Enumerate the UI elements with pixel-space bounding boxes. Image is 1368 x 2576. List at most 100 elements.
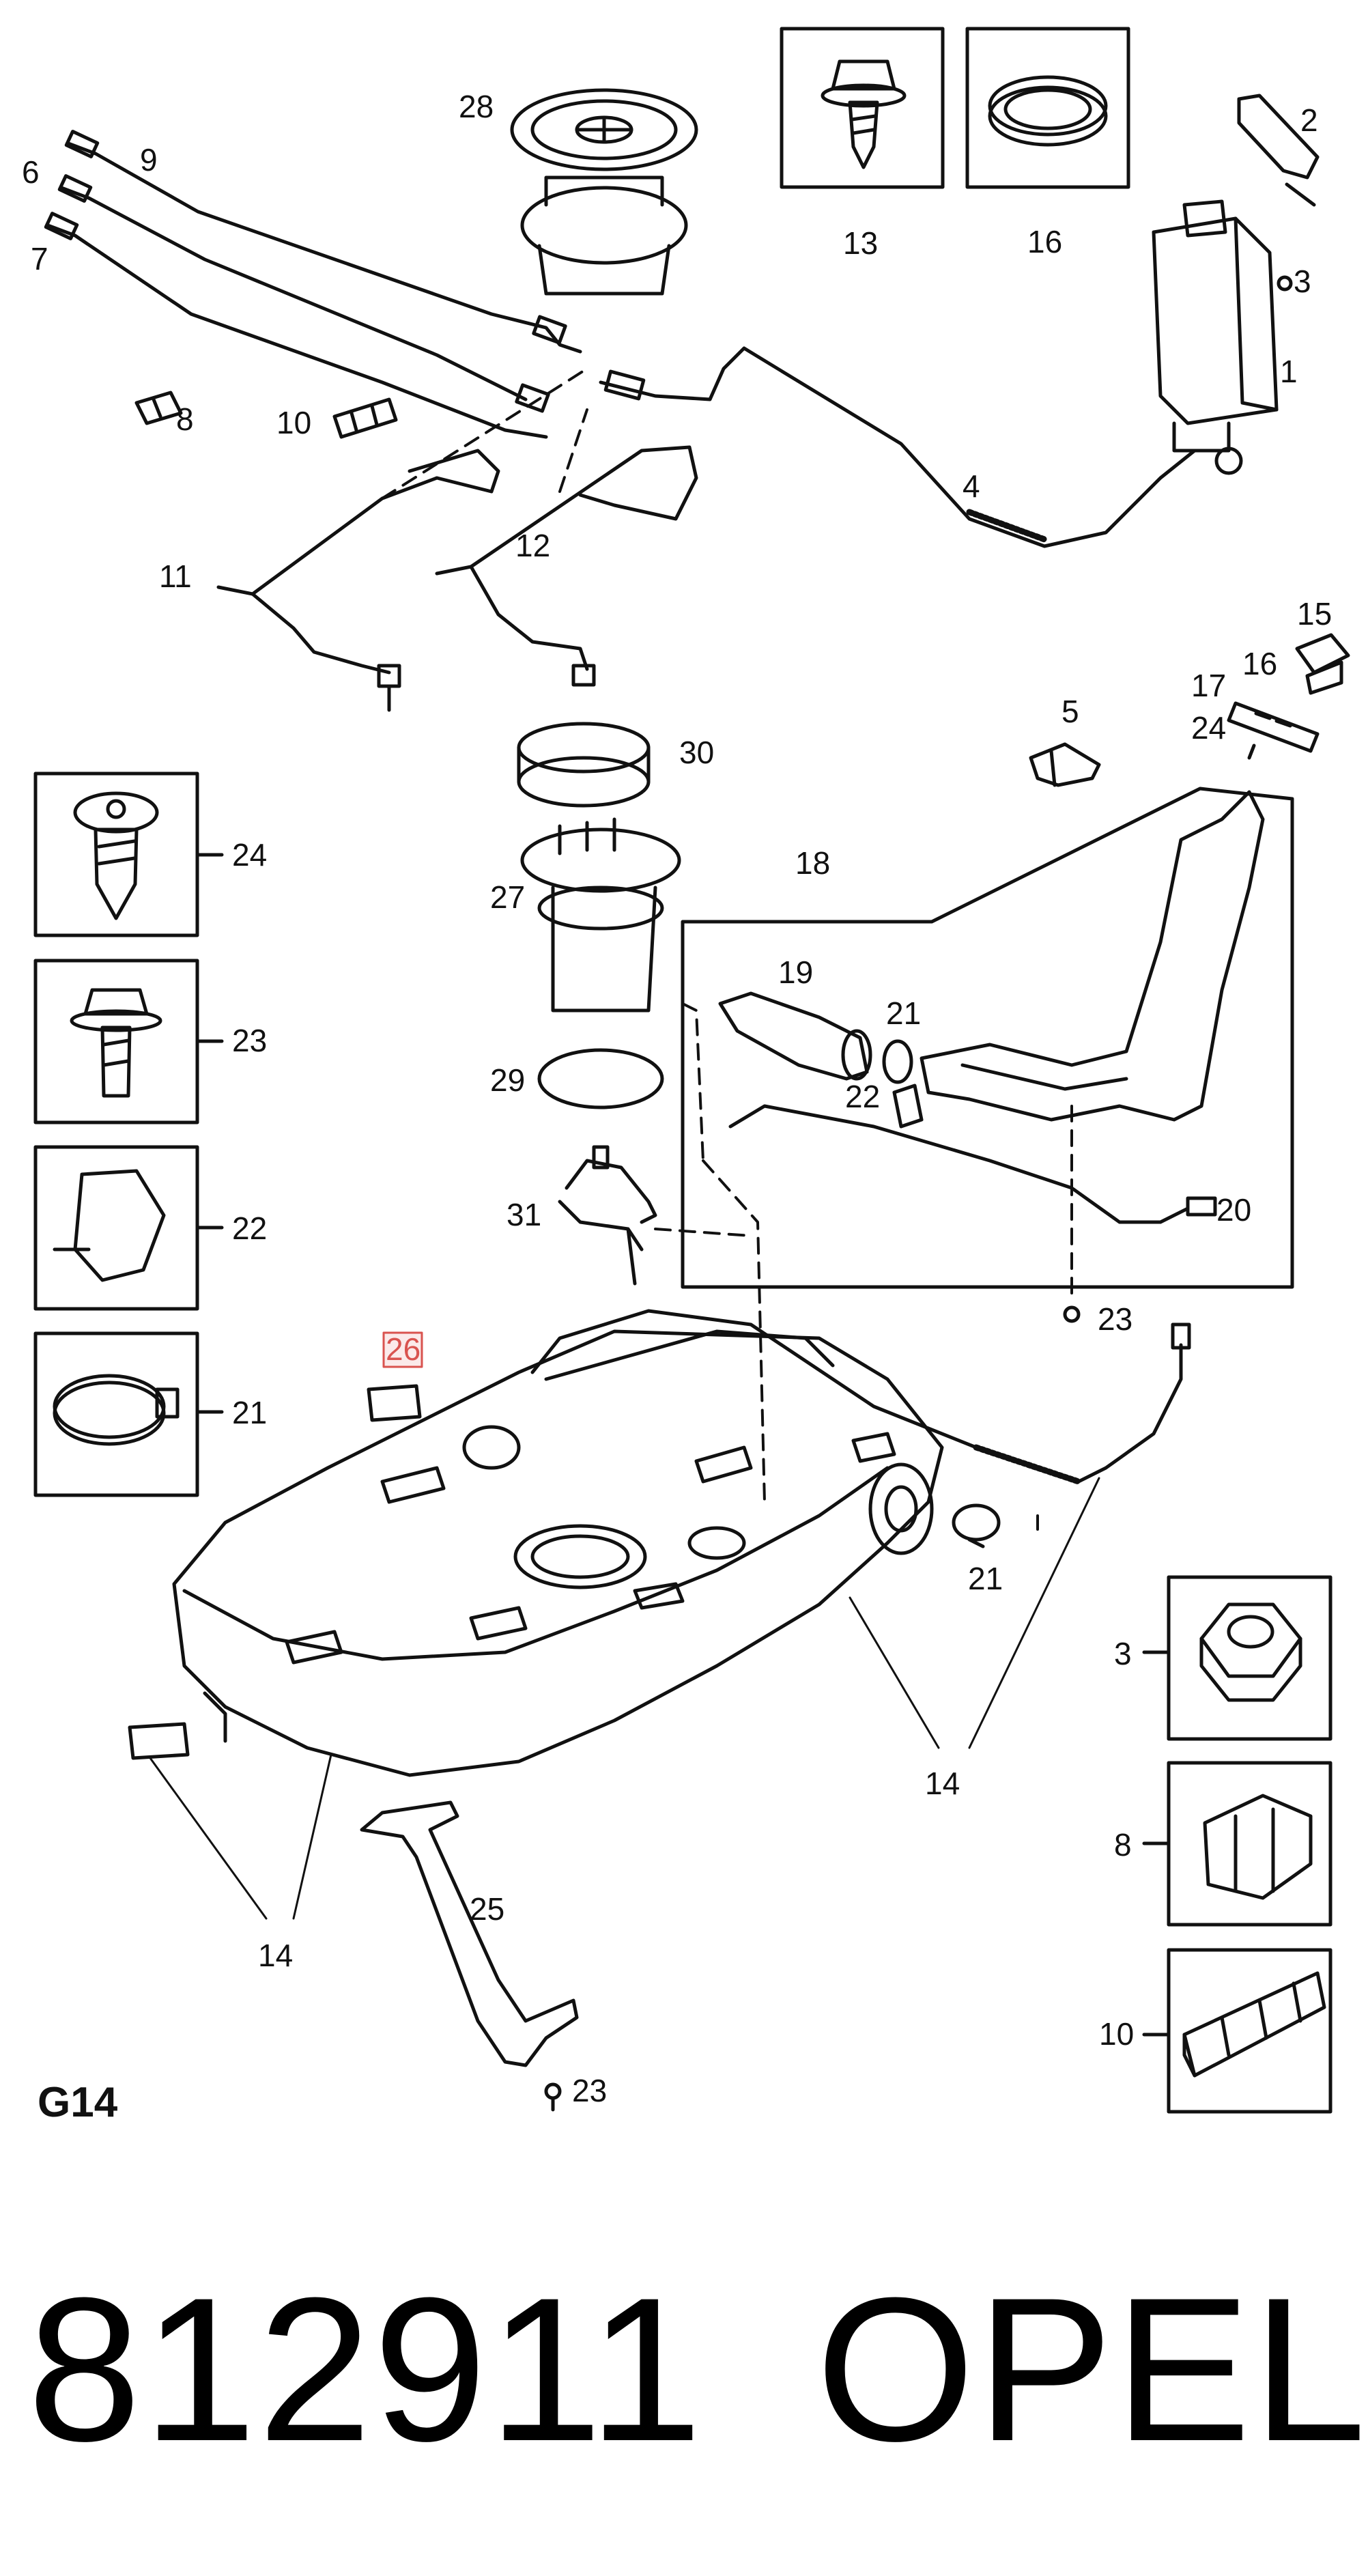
callout-9: 9 xyxy=(140,142,158,178)
callout-3-top: 3 xyxy=(1294,264,1311,299)
highlight-box-26 xyxy=(382,1331,423,1368)
clip-part-8-detail xyxy=(1203,1794,1313,1900)
screw-part-24 xyxy=(73,791,159,920)
callout-14-left: 14 xyxy=(258,1938,293,1973)
leader-lines-14 xyxy=(149,1477,1100,1920)
callout-25: 25 xyxy=(470,1891,504,1927)
callout-17: 17 xyxy=(1191,668,1226,703)
callout-8-right: 8 xyxy=(1114,1827,1132,1863)
nut-part-3-detail xyxy=(1199,1602,1302,1702)
lock-ring-part-28 xyxy=(510,88,698,296)
clip-part-8-small xyxy=(134,391,183,425)
callout-16-top: 16 xyxy=(1027,224,1062,259)
seal-part-16 xyxy=(988,75,1108,147)
fuel-line-part-11 xyxy=(216,449,500,712)
bolt-part-13 xyxy=(821,59,907,169)
hose-clamp-part-21-installed xyxy=(952,1503,1001,1548)
fuel-line-part-12 xyxy=(435,445,698,687)
fuel-pump-part-27 xyxy=(520,817,681,1013)
cap-part-15 xyxy=(1295,633,1350,695)
hose-clamp-part-21 xyxy=(53,1374,180,1446)
callout-13: 13 xyxy=(843,225,878,261)
callout-22-left: 22 xyxy=(232,1211,267,1246)
callout-18: 18 xyxy=(795,845,830,881)
filler-neck-body xyxy=(920,790,1265,1122)
callout-10-right: 10 xyxy=(1099,2016,1134,2052)
bracket-part-2 xyxy=(1237,94,1320,207)
guide-lines-filler xyxy=(681,1002,1073,1299)
filler-pipe-part-19 xyxy=(718,991,872,1081)
lock-ring-part-30 xyxy=(517,722,651,808)
vapor-line-part-4 xyxy=(599,346,1197,548)
strap-part-25 xyxy=(360,1800,579,2067)
callout-24-left: 24 xyxy=(232,837,267,873)
clamp-part-22-small xyxy=(892,1084,924,1129)
callout-7: 7 xyxy=(31,241,48,277)
clip-part-10-detail xyxy=(1182,1971,1326,2078)
fuel-tank-part-14 xyxy=(172,1329,944,1777)
clamp-part-21-small xyxy=(882,1039,913,1084)
detail-box-21 xyxy=(33,1331,199,1497)
callout-21-tank: 21 xyxy=(968,1561,1003,1596)
callout-16-right: 16 xyxy=(1242,646,1277,681)
callout-1: 1 xyxy=(1280,354,1298,389)
part-number: 812911 xyxy=(27,2254,704,2484)
callout-12: 12 xyxy=(515,528,550,563)
screw-part-24-small xyxy=(1247,744,1256,760)
callout-8-top: 8 xyxy=(176,401,194,437)
section-code: G14 xyxy=(38,2079,118,2126)
detail-box-10 xyxy=(1167,1948,1333,2114)
detail-box-16 xyxy=(965,27,1130,189)
callout-23-left: 23 xyxy=(232,1023,267,1058)
callout-27: 27 xyxy=(490,879,525,915)
callout-19: 19 xyxy=(778,954,813,990)
callout-11: 11 xyxy=(159,558,192,594)
fuel-lines-6-7-9 xyxy=(44,130,582,439)
clip-part-5 xyxy=(1029,742,1101,787)
detail-box-13 xyxy=(780,27,945,189)
callout-29: 29 xyxy=(490,1062,525,1098)
seal-part-29 xyxy=(537,1048,664,1109)
filler-neck-group-frame-18 xyxy=(681,787,1294,1289)
callout-10-top: 10 xyxy=(276,405,311,440)
callout-28: 28 xyxy=(459,89,494,124)
callout-labels: 28 13 16 2 9 6 7 3 1 8 10 4 11 12 15 16 … xyxy=(22,89,1332,2126)
callout-20: 20 xyxy=(1216,1192,1251,1228)
detail-box-8 xyxy=(1167,1761,1333,1927)
callout-22-upper: 22 xyxy=(845,1079,880,1114)
callout-21-upper: 21 xyxy=(886,995,921,1031)
canister-part-1 xyxy=(1152,199,1279,475)
gasket-part-17 xyxy=(1227,701,1320,753)
callout-23-filler: 23 xyxy=(1098,1301,1132,1337)
callout-4: 4 xyxy=(963,468,980,504)
detail-box-24 xyxy=(33,772,199,937)
strap-clamp-part-22 xyxy=(53,1169,166,1282)
pad-part-26-installed xyxy=(128,1722,190,1760)
callout-6: 6 xyxy=(22,154,40,190)
callout-21-left: 21 xyxy=(232,1395,267,1430)
callout-24-right: 24 xyxy=(1191,710,1226,746)
sender-part-31 xyxy=(558,1145,657,1286)
guide-lines-tank xyxy=(654,1159,1039,1531)
callout-31: 31 xyxy=(507,1197,541,1232)
bolt-part-23 xyxy=(70,988,162,1098)
callout-3-right: 3 xyxy=(1114,1636,1132,1671)
detail-box-3 xyxy=(1167,1575,1333,1741)
callout-26-highlighted: 26 xyxy=(386,1331,421,1367)
guide-lines-top xyxy=(381,367,588,500)
nut-part-3 xyxy=(1277,275,1293,292)
callout-5: 5 xyxy=(1061,694,1079,729)
clip-part-10-small xyxy=(332,397,398,439)
vent-line-part-20 xyxy=(728,1104,1217,1224)
callout-30: 30 xyxy=(679,735,714,770)
callout-14-right: 14 xyxy=(925,1766,960,1801)
screw-part-23-strap xyxy=(544,2082,562,2100)
callout-15: 15 xyxy=(1297,596,1332,632)
screw-part-23-small xyxy=(1063,1305,1081,1323)
brand-name: OPEL xyxy=(816,2254,1368,2484)
vent-line-tank xyxy=(530,1309,1191,1485)
pad-part-26 xyxy=(367,1384,422,1422)
callout-2: 2 xyxy=(1300,102,1318,138)
